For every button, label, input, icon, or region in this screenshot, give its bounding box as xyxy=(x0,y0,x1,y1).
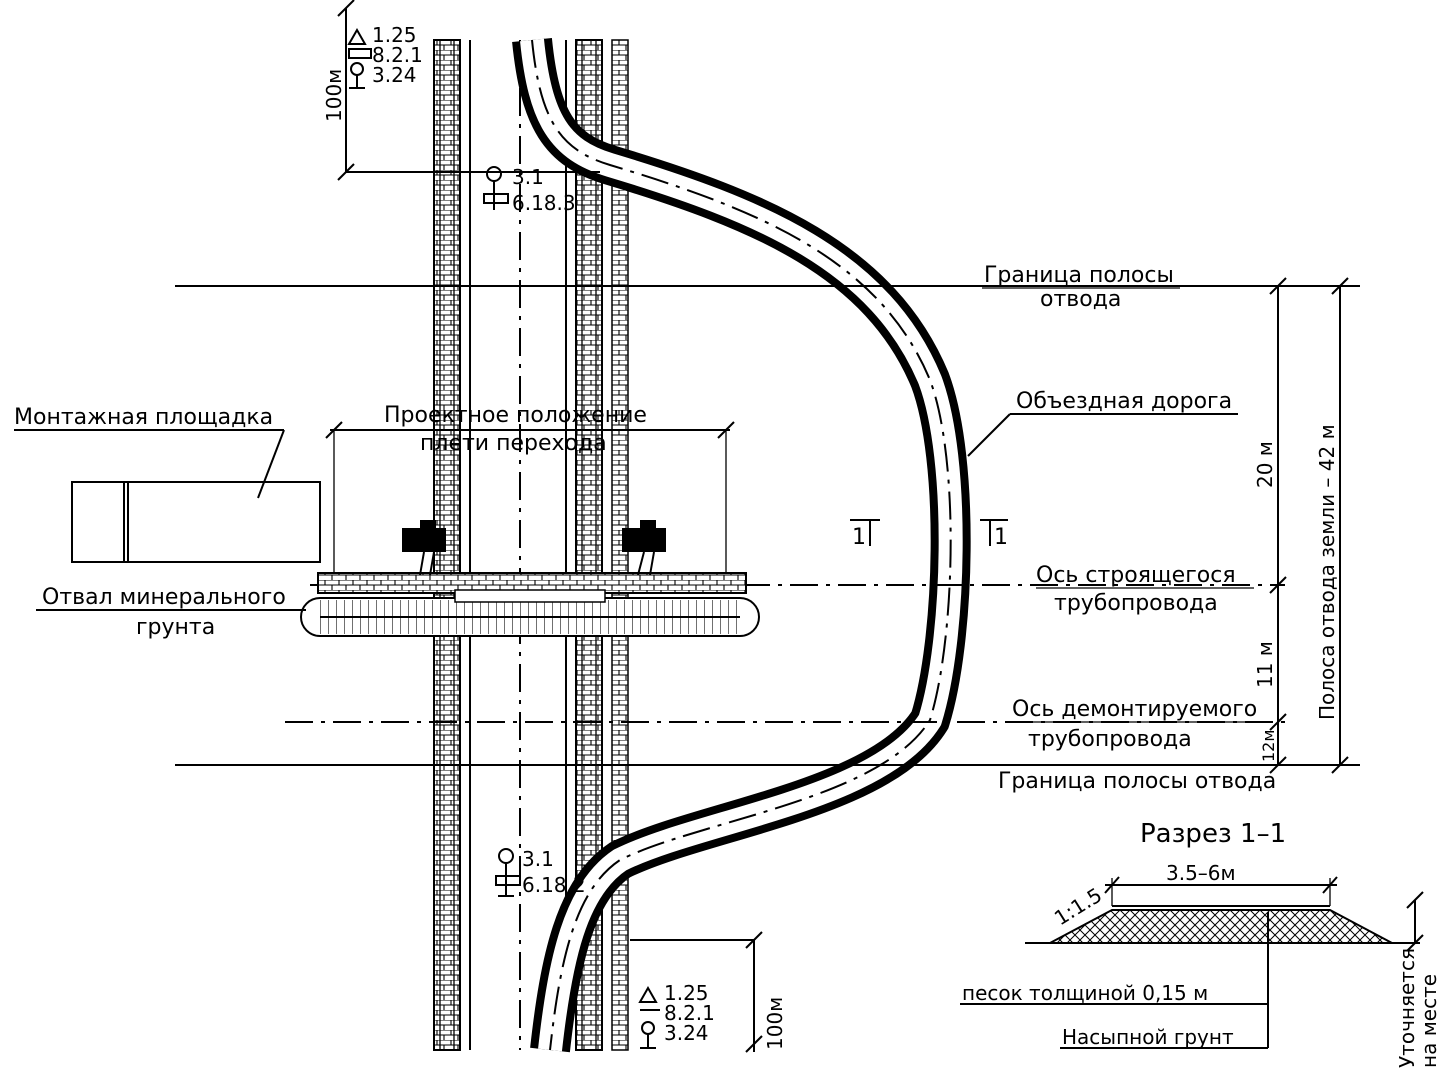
sign-bottom-3: 3.24 xyxy=(664,1021,709,1045)
montage-site-rect xyxy=(71,481,321,563)
design-position-label-2: плети перехода xyxy=(420,431,607,456)
axis-old-label-2: трубопровода xyxy=(1028,727,1192,752)
detour-road xyxy=(512,37,971,1053)
dim-11-text: 11 м xyxy=(1253,641,1277,688)
axis-new-label-2: трубопровода xyxy=(1054,591,1218,616)
section-title: Разрез 1–1 xyxy=(1140,819,1286,849)
boundary-top-label-2: отвода xyxy=(1040,287,1121,312)
sign-lower-mid-1: 3.1 xyxy=(522,847,554,871)
dim-design-position xyxy=(325,421,735,573)
boundary-top-label-1: Граница полосы xyxy=(984,263,1174,288)
sand-layer-label: песок толщиной 0,15 м xyxy=(962,981,1208,1005)
sign-group-top xyxy=(347,27,372,89)
dim-100-top-text: 100м xyxy=(322,69,346,122)
detour-road-label: Объездная дорога xyxy=(1016,389,1232,414)
strip-total-text: Полоса отвода земли – 42 м xyxy=(1315,424,1339,720)
pipe-layer-left xyxy=(402,520,446,576)
sign-top-3: 3.24 xyxy=(372,63,417,87)
boundary-bottom-label: Граница полосы отвода xyxy=(998,769,1276,794)
section-mark-left: 1 xyxy=(852,525,866,550)
sign-group-upper-mid xyxy=(483,166,509,210)
dim-20-text: 20 м xyxy=(1253,441,1277,488)
sign-bottom-2: 8.2.1 xyxy=(664,1001,715,1025)
axis-new-label-1: Ось строящегося xyxy=(1036,563,1236,588)
clarify-label-2: на месте xyxy=(1417,974,1441,1068)
clarify-label-1: Уточняется xyxy=(1395,948,1419,1068)
cross-section-1-1 xyxy=(960,876,1424,1049)
sign-lower-mid-2: 6.18.2 xyxy=(522,873,586,897)
sign-upper-mid-1: 3.1 xyxy=(512,165,544,189)
sign-group-bottom xyxy=(638,985,660,1049)
pipe-layer-right xyxy=(622,520,666,576)
sign-upper-mid-2: 6.18.3 xyxy=(512,191,576,215)
sign-bottom-1: 1.25 xyxy=(664,981,709,1005)
dim-right-chain xyxy=(1269,277,1349,774)
montage-site-label: Монтажная площадка xyxy=(14,405,273,430)
sign-group-lower-mid xyxy=(495,848,521,897)
spoil-label-2: грунта xyxy=(136,615,215,640)
section-mark-right: 1 xyxy=(994,525,1008,550)
sign-top-2: 8.2.1 xyxy=(372,43,423,67)
dim-12-text: 12м xyxy=(1259,730,1278,762)
axis-old-label-1: Ось демонтируемого xyxy=(1012,697,1257,722)
dim-100-top xyxy=(337,0,600,181)
dim-100-bottom-text: 100м xyxy=(763,997,787,1050)
dim-100-bottom xyxy=(630,931,763,1053)
width-range-label: 3.5–6м xyxy=(1166,861,1236,885)
pipeline-string xyxy=(300,572,760,637)
fill-soil-label: Насыпной грунт xyxy=(1062,1025,1234,1049)
design-position-label-1: Проектное положение xyxy=(384,403,647,428)
sign-top-1: 1.25 xyxy=(372,23,417,47)
spoil-label-1: Отвал минерального xyxy=(42,585,286,610)
